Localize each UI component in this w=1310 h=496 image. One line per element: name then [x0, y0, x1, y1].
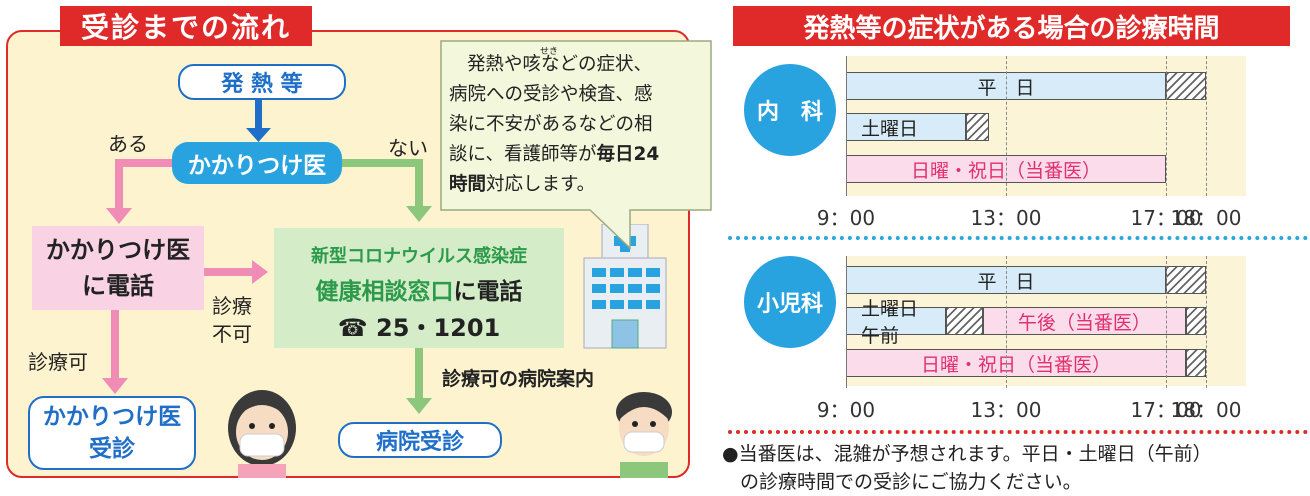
gridline-2	[1166, 256, 1167, 388]
call-doctor-box: かかりつけ医 に電話	[32, 226, 204, 310]
hospital-icon	[583, 224, 667, 349]
gridline-1	[1006, 256, 1007, 388]
bar-hatch-1-1	[946, 307, 983, 335]
hours-title: 発熱等の症状がある場合の診療時間	[733, 6, 1290, 46]
bar-hatch-1-3	[1186, 349, 1206, 377]
consult-line1: 新型コロナウイルス感染症	[311, 246, 527, 267]
info-bubble-shape	[440, 40, 712, 250]
tick-label: 18：00	[1170, 206, 1242, 230]
bar-hatch-0-1	[966, 113, 990, 141]
masked-woman-illustration	[228, 390, 296, 478]
tick-label: 13：00	[970, 398, 1042, 422]
tick-label: 9：00	[816, 398, 876, 422]
call-doctor-line1: かかりつけ医	[45, 236, 191, 264]
yes-label: ある	[108, 132, 148, 156]
note-line1: ●当番医は、混雑が予想されます。平日・土曜日（午前）	[722, 443, 1212, 465]
arrow-start-to-doctor	[246, 100, 271, 142]
note-line2: の診療時間での受診にご協力ください。	[740, 471, 1082, 493]
bar-1-3: 日曜・祝日（当番医）	[846, 349, 1186, 377]
consult-phone: ☎ 25・1201	[337, 314, 501, 342]
gridline-1	[1006, 56, 1007, 196]
arrow-consult-to-hospital	[406, 348, 432, 414]
tick-label: 17：00	[1130, 206, 1202, 230]
bubble-ruby: せき	[540, 47, 559, 57]
internal-circle: 内 科	[744, 64, 836, 156]
bar-hatch-0-0	[1166, 72, 1206, 100]
arrow-doctor-to-call	[106, 159, 175, 224]
red-divider	[728, 430, 1308, 434]
gridline-3	[1206, 256, 1207, 388]
flow-title: 受診までの流れ	[60, 6, 312, 46]
gridline-2	[1166, 56, 1167, 196]
consult-box: 新型コロナウイルス感染症 健康相談窓口に電話 ☎ 25・1201	[274, 228, 564, 348]
arrow-call-to-visit	[102, 310, 128, 394]
tick-label: 13：00	[970, 206, 1042, 230]
phone-icon: ☎	[337, 314, 368, 342]
gridline-0	[846, 256, 847, 388]
gridline-3	[1206, 56, 1207, 196]
arrow-call-to-consult	[204, 260, 268, 284]
start-node: 発 熱 等	[178, 64, 346, 100]
doctor-node: かかりつけ医	[172, 142, 342, 184]
hospital-guide-label: 診療可の病院案内	[442, 368, 595, 390]
tick-label: 18：00	[1170, 398, 1242, 422]
blue-divider	[728, 236, 1308, 240]
bar-hatch-1-2	[1186, 307, 1206, 335]
arrow-doctor-to-consult	[342, 159, 432, 222]
not-possible-label: 診療 不可	[212, 294, 252, 346]
info-bubble-text: 発熱や咳などの症状、 病院への受診や検査、感 染に不安があるなどの相 談に、看護…	[449, 54, 660, 195]
tick-label: 17：00	[1130, 398, 1202, 422]
bar-1-2: 午後（当番医）	[982, 307, 1186, 335]
pediatrics-circle: 小児科	[744, 256, 836, 348]
bar-1-1: 土曜日 午前	[846, 298, 946, 347]
gridline-0	[846, 56, 847, 196]
bar-0-1: 土曜日	[846, 113, 966, 141]
masked-man-illustration	[616, 392, 672, 478]
bar-hatch-1-0	[1166, 266, 1206, 294]
call-doctor-line2: に電話	[82, 272, 154, 300]
hospital-visit-node: 病院受診	[338, 422, 502, 458]
no-label: ない	[388, 136, 428, 160]
flow-arrows	[102, 100, 432, 414]
possible-label: 診療可	[28, 350, 88, 374]
visit-doctor-node: かかりつけ医 受診	[28, 396, 196, 470]
consult-line2: 健康相談窓口に電話	[315, 279, 523, 305]
tick-label: 9：00	[816, 206, 876, 230]
